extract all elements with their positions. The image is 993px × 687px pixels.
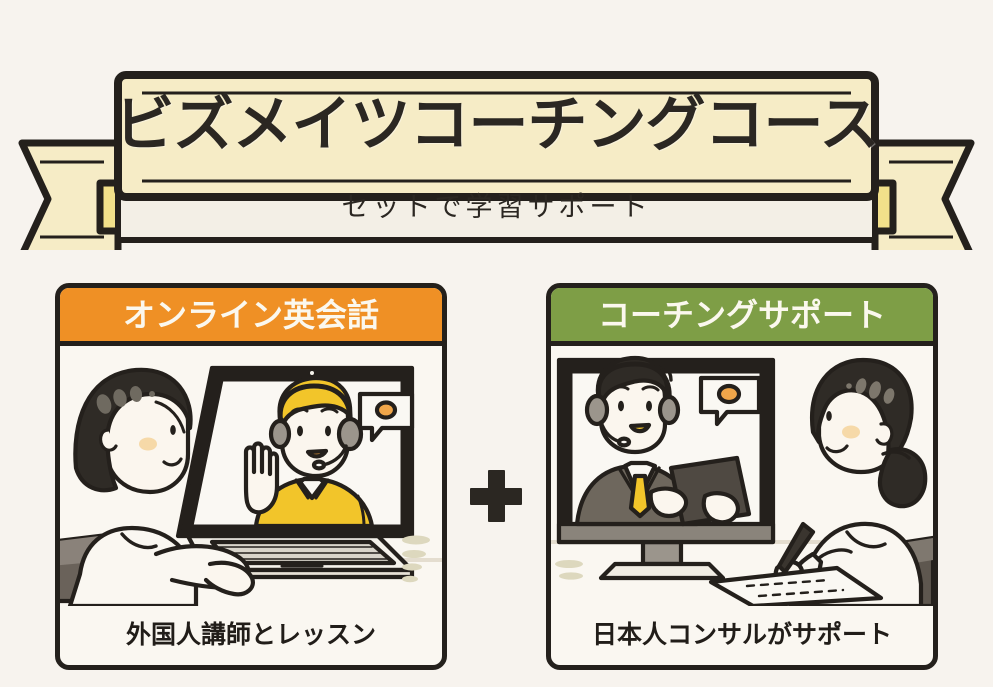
monitor-neck	[640, 539, 684, 567]
teacher-collar	[297, 476, 327, 501]
teacher-collar-line-l	[294, 478, 310, 500]
card-header-coaching-support: コーチングサポート	[551, 288, 933, 346]
student-blush	[139, 437, 157, 451]
student-ear	[98, 428, 118, 452]
title-banner: ビズメイツコーチングコース セットで学習サポート	[0, 55, 993, 250]
student-hand	[203, 560, 255, 597]
paper-lines	[745, 578, 845, 598]
hair-highlight-4	[846, 383, 852, 389]
hair-spike	[649, 360, 673, 382]
teacher-waving-hand	[243, 441, 280, 515]
headset-earcup-right	[657, 394, 681, 426]
page-subtitle: セットで学習サポート	[341, 192, 652, 223]
teacher-eye-left	[297, 425, 303, 437]
client-eye	[826, 411, 832, 421]
banner-ribbon-shape	[18, 71, 975, 250]
chat-bubble-dot	[716, 383, 742, 405]
consultant-hand-right	[701, 491, 740, 525]
consultant-mouth	[628, 422, 652, 434]
card-caption-online-english: 外国人講師とレッスン	[125, 620, 376, 649]
consultant-hand-left	[648, 486, 689, 519]
student-collar	[120, 532, 158, 550]
student-eye	[170, 425, 176, 435]
card-header-online-english: オンライン英会話	[60, 288, 442, 346]
teacher-collar-line-r	[314, 478, 330, 500]
page-title: ビズメイツコーチングコース	[114, 90, 880, 160]
hair-highlight-2	[869, 381, 881, 399]
paper	[708, 565, 884, 606]
consultant-eye-right	[646, 400, 652, 412]
plus-vertical-bar	[488, 470, 505, 522]
ribbon-main-panel	[114, 71, 879, 201]
headset-earcup-left	[584, 393, 610, 427]
plus-connector	[466, 466, 526, 526]
hair-highlight-4	[149, 391, 155, 397]
hair-highlight-1	[96, 394, 112, 414]
consultant-brow-left	[611, 385, 630, 392]
consultant-brow-right	[641, 385, 660, 392]
monitor-chin	[556, 521, 776, 545]
card-coaching-support[interactable]: コーチングサポート	[546, 283, 938, 670]
illustration-coaching-support	[551, 346, 933, 606]
student-mouth	[162, 457, 183, 467]
client-mouth	[825, 444, 849, 454]
webcam-dot	[308, 369, 316, 377]
headset-mic	[311, 459, 327, 471]
hair-strand	[154, 400, 186, 434]
client-collar	[845, 530, 887, 549]
ribbon-right-tail	[871, 139, 975, 250]
consultant-eye-left	[618, 400, 624, 412]
card-header-label: オンライン英会話	[122, 295, 379, 334]
motion-dashes	[555, 560, 583, 580]
headset-earcup-left	[268, 418, 292, 450]
hair-highlight-2	[113, 389, 127, 407]
online-lesson-illustration	[60, 365, 442, 606]
hair-highlight-3	[129, 386, 143, 402]
headset-mic	[616, 436, 632, 448]
card-online-english[interactable]: オンライン英会話	[55, 283, 447, 670]
headset-band	[595, 361, 672, 403]
ribbon-left-tail	[18, 139, 122, 250]
client-shoulder-line	[817, 548, 853, 560]
hair-highlight-1	[855, 378, 867, 394]
illustration-online-english	[60, 346, 442, 606]
keyboard-keys	[217, 546, 389, 560]
chat-bubble-dot	[374, 400, 398, 420]
hair-highlight-3	[883, 388, 895, 404]
monitor-base	[598, 561, 726, 581]
teacher-mouth	[305, 448, 329, 459]
teacher-sleeve-line	[356, 494, 366, 528]
client-ear	[875, 422, 894, 446]
teacher-brow-left	[290, 407, 309, 414]
headset-earcup-right	[336, 416, 364, 452]
client-blush	[842, 425, 860, 439]
card-caption-coaching-support: 日本人コンサルがサポート	[591, 620, 892, 649]
motion-dashes	[402, 535, 430, 583]
client-ponytail	[877, 447, 928, 509]
teacher-eye-right	[325, 425, 331, 437]
card-header-label: コーチングサポート	[597, 295, 886, 334]
consultant-tie	[628, 473, 652, 519]
ponytail-tie	[881, 450, 911, 460]
coaching-session-illustration	[551, 355, 933, 606]
headset-band	[277, 383, 353, 427]
teacher-brow-right	[320, 407, 339, 414]
